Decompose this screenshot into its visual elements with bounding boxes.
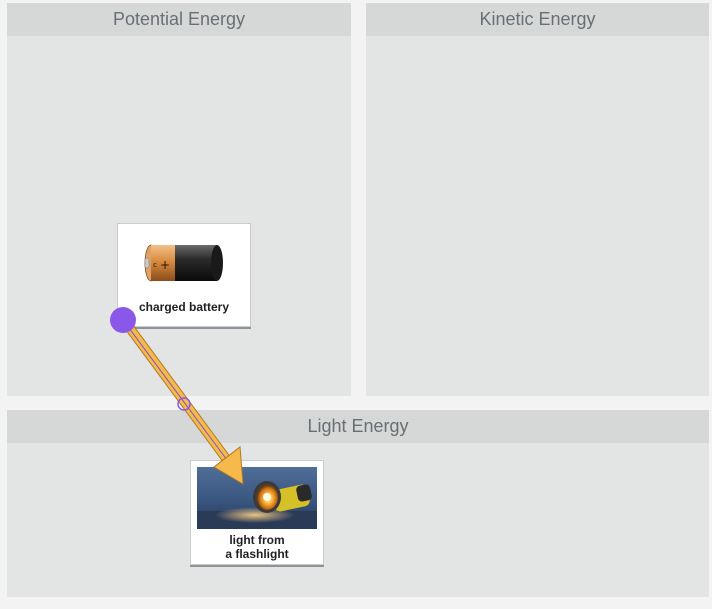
svg-text:c: c <box>153 261 157 269</box>
light-energy-zone[interactable]: Light Energy <box>7 410 709 597</box>
card-label-light-from-flashlight: light from a flashlight <box>191 533 323 561</box>
kinetic-energy-title: Kinetic Energy <box>366 3 709 36</box>
light-energy-title: Light Energy <box>7 410 709 443</box>
card-label-charged-battery: charged battery <box>138 300 230 314</box>
potential-energy-title: Potential Energy <box>7 3 351 36</box>
card-charged-battery[interactable]: + c charged battery <box>117 223 251 327</box>
arrow-start-handle[interactable] <box>110 307 136 333</box>
battery-icon: + c <box>144 244 223 282</box>
arrow-head <box>213 446 244 485</box>
flashlight-icon <box>197 467 317 529</box>
potential-energy-zone[interactable]: Potential Energy <box>7 3 351 396</box>
card-light-from-flashlight[interactable]: light from a flashlight <box>190 460 324 565</box>
card-label-line-1: light from <box>229 533 285 547</box>
arrow-midpoint-handle[interactable] <box>177 397 191 411</box>
kinetic-energy-zone[interactable]: Kinetic Energy <box>366 3 709 396</box>
svg-text:+: + <box>160 258 170 272</box>
card-label-line-2: a flashlight <box>225 547 289 561</box>
